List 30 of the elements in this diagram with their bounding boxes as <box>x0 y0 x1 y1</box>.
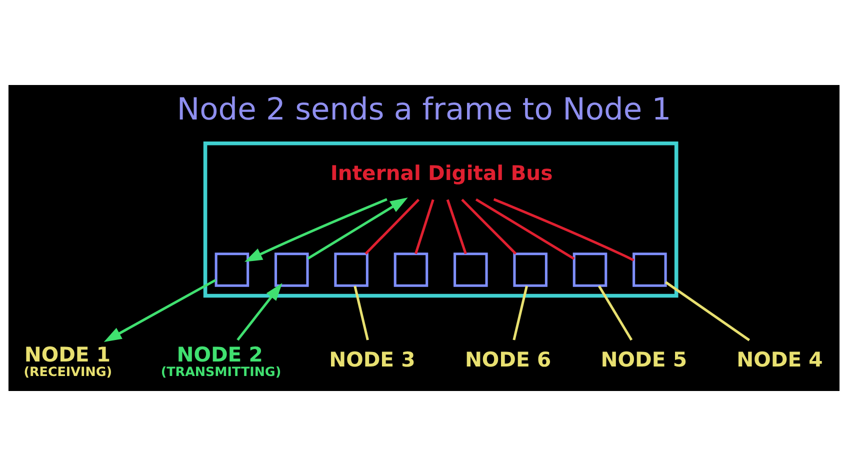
node-box <box>632 252 667 287</box>
node-box <box>572 252 608 287</box>
cluster <box>203 142 678 298</box>
connector <box>414 199 434 254</box>
arrow <box>244 198 388 262</box>
node-box <box>214 252 250 287</box>
connector <box>665 281 750 342</box>
node-text: NODE 6 <box>464 348 552 372</box>
arrow <box>236 282 282 341</box>
connector <box>364 198 420 255</box>
node-text: NODE 5 <box>600 348 687 372</box>
connector <box>354 286 369 340</box>
node-box <box>513 252 548 287</box>
arrow <box>104 278 216 342</box>
node-box <box>274 252 309 287</box>
node-text: NODE 4 <box>736 348 823 372</box>
node-text: NODE 2 (TRANSMITTING) <box>160 342 282 379</box>
diagram-title: Node 2 sends a frame to Node 1 <box>176 92 672 128</box>
connector <box>475 198 575 260</box>
node-box <box>334 252 368 287</box>
node-text: NODE 1 (RECEIVING) <box>24 342 112 379</box>
arrow <box>307 197 408 260</box>
node-box <box>394 252 428 287</box>
connector <box>493 198 634 262</box>
connector <box>446 199 467 254</box>
connector <box>512 286 528 340</box>
node-text: Internal Digital Bus <box>330 160 553 185</box>
node-box <box>454 252 488 287</box>
node-text: NODE 3 <box>329 348 416 372</box>
connector <box>461 198 517 255</box>
